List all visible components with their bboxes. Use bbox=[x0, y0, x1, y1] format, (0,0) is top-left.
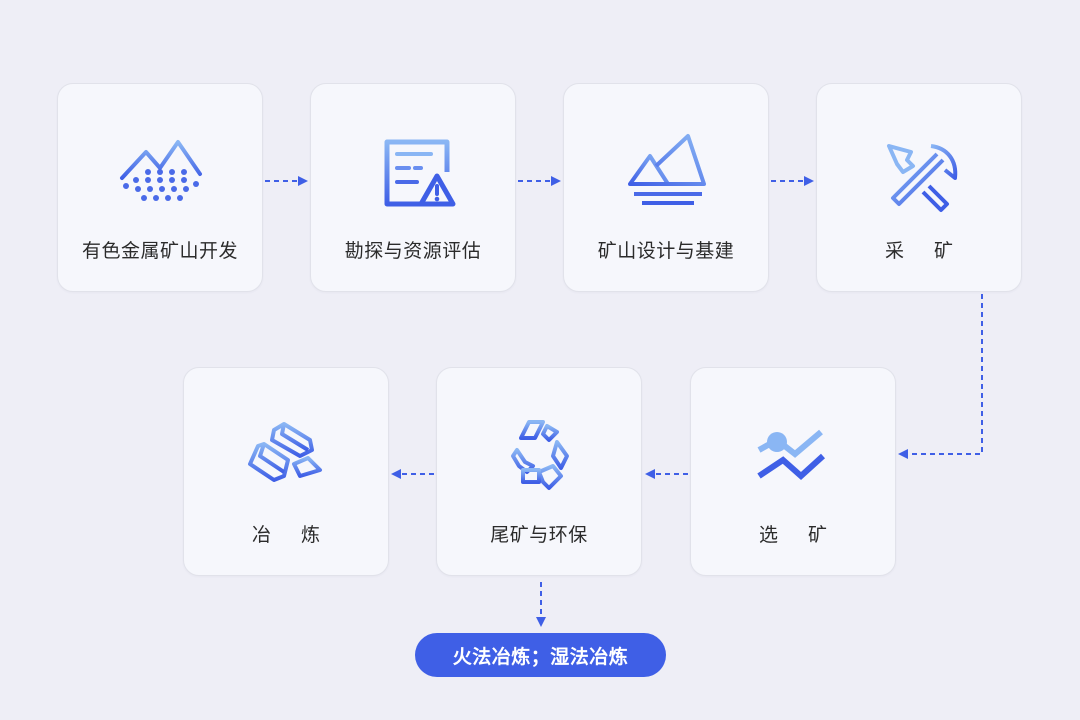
sorting-trend-icon bbox=[757, 429, 826, 481]
step-label: 冶 炼 bbox=[251, 524, 333, 546]
step-label: 勘探与资源评估 bbox=[344, 240, 482, 262]
metal-ingots-icon bbox=[248, 422, 322, 482]
step-card-smelting[interactable]: 冶 炼 bbox=[183, 367, 389, 576]
step-label: 有色金属矿山开发 bbox=[81, 240, 238, 262]
step-card-beneficiation[interactable]: 选 矿 bbox=[690, 367, 896, 576]
step-card-mining[interactable]: 采 矿 bbox=[816, 83, 1022, 292]
pickaxe-icon bbox=[887, 144, 958, 212]
mountain-ore-icon bbox=[120, 140, 202, 201]
step-card-tailings[interactable]: 尾矿与环保 bbox=[436, 367, 642, 576]
step-label: 选 矿 bbox=[758, 524, 840, 546]
recycle-icon bbox=[511, 420, 569, 490]
step-card-mine-design[interactable]: 矿山设计与基建 bbox=[563, 83, 769, 292]
step-label: 矿山设计与基建 bbox=[597, 240, 735, 262]
mountain-foundation-icon bbox=[628, 134, 706, 205]
step-label: 采 矿 bbox=[884, 240, 966, 262]
step-label: 尾矿与环保 bbox=[490, 524, 588, 546]
step-card-exploration[interactable]: 勘探与资源评估 bbox=[310, 83, 516, 292]
step-card-mine-development[interactable]: 有色金属矿山开发 bbox=[57, 83, 263, 292]
smelting-methods-note: 火法冶炼；湿法冶炼 bbox=[415, 633, 666, 677]
document-warning-icon bbox=[384, 139, 456, 207]
